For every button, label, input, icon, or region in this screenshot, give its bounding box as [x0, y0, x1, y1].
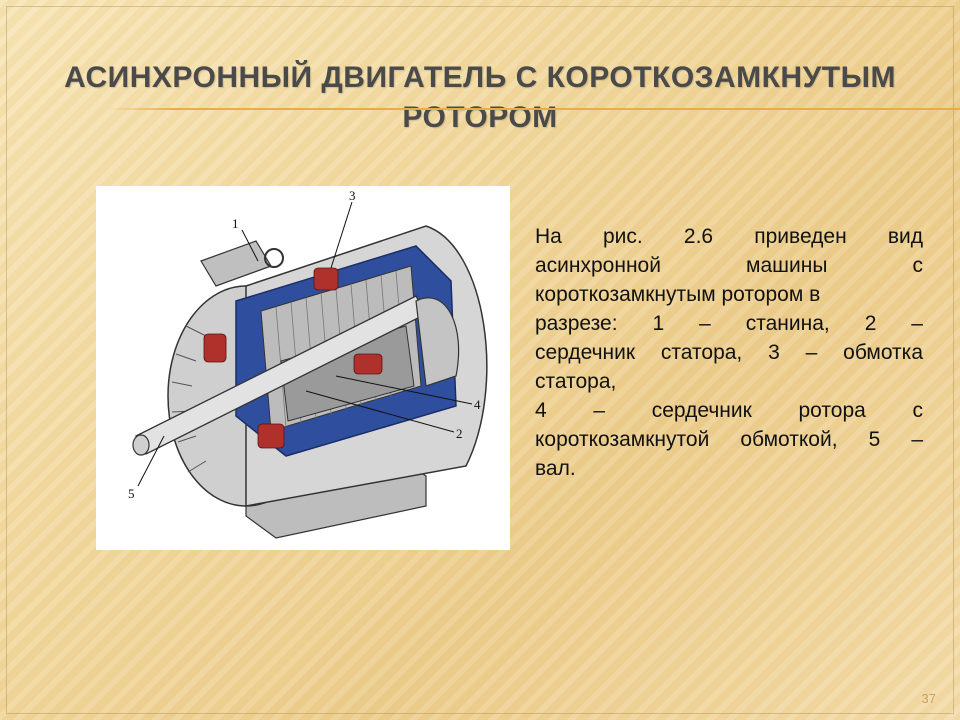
callout-leaders [137, 201, 473, 487]
description-line: На рис. 2.6 приведен вид [535, 225, 923, 248]
figure-description: На рис. 2.6 приведен вид асинхронной маш… [535, 222, 923, 483]
callout-5: 5 [128, 486, 135, 501]
callout-3: 3 [349, 188, 356, 203]
lifting-eye [264, 248, 284, 268]
description-line: сердечник статора, 3 – обмотка [535, 341, 923, 364]
rear-end-shield [415, 297, 460, 387]
description-line: 4 – сердечник ротора с [535, 399, 923, 422]
motor-cutaway-figure: 1 2 3 4 5 [96, 186, 510, 550]
slide-title: АСИНХРОННЫЙ ДВИГАТЕЛЬ С КОРОТКОЗАМКНУТЫМ… [64, 61, 896, 134]
callout-4: 4 [474, 397, 481, 412]
title-divider [108, 108, 960, 110]
slide-frame [6, 6, 954, 714]
callout-1: 1 [232, 216, 239, 231]
description-line: короткозамкнутым ротором в [535, 283, 821, 306]
page-number: 37 [921, 691, 936, 706]
description-line: вал. [535, 457, 576, 480]
terminal-box [200, 240, 272, 287]
callout-2: 2 [456, 426, 463, 441]
description-line: статора, [535, 370, 617, 393]
description-line: асинхронной машины с [535, 254, 923, 277]
motor-illustration: 1 2 3 4 5 [128, 188, 488, 539]
description-line: короткозамкнутой обмоткой, 5 – [535, 428, 923, 451]
description-line: разрезе: 1 – станина, 2 – [535, 312, 923, 335]
shaft-end [132, 434, 150, 456]
stator-windings [203, 267, 383, 449]
